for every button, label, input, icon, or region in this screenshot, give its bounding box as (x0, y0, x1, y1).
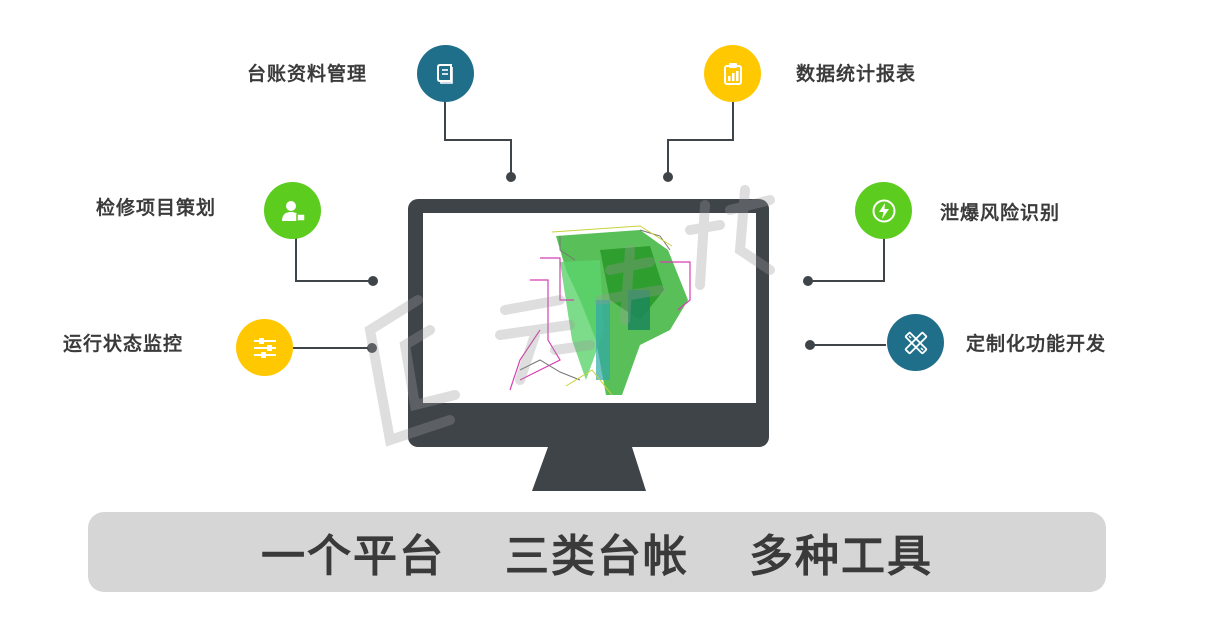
connector-dot (663, 172, 673, 182)
connector-dot (506, 172, 516, 182)
watermark-logo (364, 185, 775, 447)
connector-dot (367, 343, 377, 353)
monitoring-icon-circle (236, 319, 293, 376)
slogan-banner: 一个平台 三类台帐 多种工具 (88, 512, 1106, 592)
slogan-tools: 多种工具 (749, 531, 933, 582)
sliders-icon (253, 337, 276, 358)
connector-dot (805, 340, 815, 350)
feature-label-ledger: 台账资料管理 (247, 63, 368, 85)
explosion-icon-circle (855, 182, 912, 239)
slogan-ledgers: 三类台帐 (505, 531, 689, 582)
monitor-stand (532, 447, 646, 491)
equipment-model-image (509, 225, 691, 396)
feature-label-maintenance: 检修项目策划 (96, 197, 217, 219)
connector-explosion (808, 238, 885, 282)
stats-icon-circle (704, 45, 761, 102)
connector-maintenance (295, 238, 373, 282)
clipboard-chart-icon (723, 62, 742, 85)
book-icon (436, 63, 453, 84)
feature-label-custom: 定制化功能开发 (966, 333, 1107, 355)
pencil-ruler-icon (904, 331, 927, 354)
connector-stats (667, 100, 734, 177)
custom-icon-circle (887, 314, 944, 371)
feature-label-monitoring: 运行状态监控 (63, 333, 184, 355)
connector-dot (803, 276, 813, 286)
ledger-icon-circle (417, 45, 474, 102)
connector-dot (368, 276, 378, 286)
connector-ledger (444, 100, 512, 177)
users-icon (281, 200, 306, 222)
slogan-platform: 一个平台 (261, 531, 445, 582)
monitor (408, 199, 769, 491)
feature-label-explosion: 泄爆风险识别 (940, 202, 1061, 224)
lightning-icon (872, 199, 895, 222)
feature-label-stats: 数据统计报表 (796, 63, 917, 85)
maintenance-icon-circle (264, 182, 321, 239)
